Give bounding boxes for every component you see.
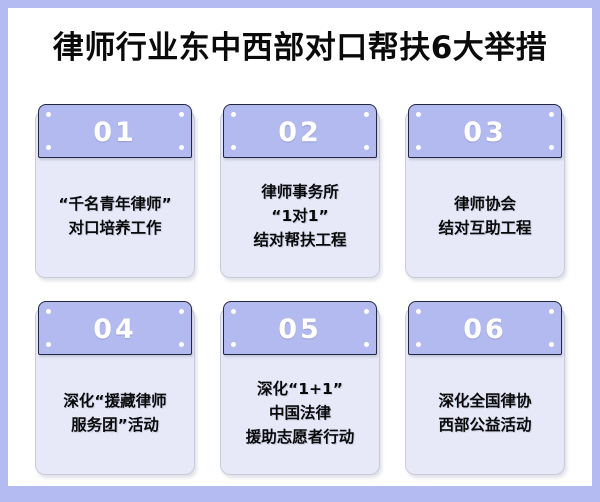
card-number: 04 — [93, 313, 137, 345]
card-number: 03 — [463, 116, 507, 148]
card-text: 深化“援藏律师 服务团”活动 — [41, 361, 189, 465]
card-header: 05 — [223, 301, 377, 355]
corner-dot-icon — [231, 145, 236, 150]
corner-dot-icon — [231, 112, 236, 117]
corner-dot-icon — [46, 342, 51, 347]
corner-dot-icon — [179, 309, 184, 314]
corner-dot-icon — [416, 309, 421, 314]
corner-dot-icon — [364, 112, 369, 117]
card-number: 01 — [93, 116, 137, 148]
corner-dot-icon — [364, 342, 369, 347]
measures-grid: 01 “千名青年律师” 对口培养工作 02 律师事务所 “1对1” 结对帮扶工程 — [35, 104, 565, 475]
corner-dot-icon — [179, 342, 184, 347]
corner-dot-icon — [549, 309, 554, 314]
measure-card-06[interactable]: 06 深化全国律协 西部公益活动 — [405, 301, 565, 475]
card-line: 深化“1+1” — [257, 380, 343, 398]
corner-dot-icon — [46, 309, 51, 314]
measure-card-01[interactable]: 01 “千名青年律师” 对口培养工作 — [35, 104, 195, 278]
measure-card-05[interactable]: 05 深化“1+1” 中国法律 援助志愿者行动 — [220, 301, 380, 475]
measure-card-02[interactable]: 02 律师事务所 “1对1” 结对帮扶工程 — [220, 104, 380, 278]
corner-dot-icon — [416, 145, 421, 150]
card-line: 深化全国律协 — [438, 392, 532, 410]
corner-dot-icon — [46, 112, 51, 117]
corner-dot-icon — [46, 145, 51, 150]
card-line: 结对帮扶工程 — [253, 231, 347, 249]
card-text: 律师事务所 “1对1” 结对帮扶工程 — [226, 164, 374, 268]
card-header: 02 — [223, 104, 377, 158]
card-header: 03 — [408, 104, 562, 158]
card-number: 02 — [278, 116, 322, 148]
card-line: 服务团”活动 — [71, 416, 159, 434]
corner-dot-icon — [231, 342, 236, 347]
card-header: 01 — [38, 104, 192, 158]
corner-dot-icon — [549, 342, 554, 347]
corner-dot-icon — [549, 112, 554, 117]
card-line: 律师事务所 — [261, 183, 339, 201]
card-line: “1对1” — [271, 207, 329, 225]
corner-dot-icon — [231, 309, 236, 314]
measure-card-03[interactable]: 03 律师协会 结对互助工程 — [405, 104, 565, 278]
card-header: 06 — [408, 301, 562, 355]
corner-dot-icon — [364, 145, 369, 150]
card-text: 深化“1+1” 中国法律 援助志愿者行动 — [226, 361, 374, 465]
card-number: 06 — [463, 313, 507, 345]
card-line: 援助志愿者行动 — [245, 428, 355, 446]
page-title: 律师行业东中西部对口帮扶6大举措 — [52, 30, 548, 66]
card-header: 04 — [38, 301, 192, 355]
corner-dot-icon — [179, 145, 184, 150]
card-text: 深化全国律协 西部公益活动 — [411, 361, 559, 465]
card-line: “千名青年律师” — [58, 195, 172, 213]
card-line: 西部公益活动 — [438, 416, 532, 434]
card-line: 对口培养工作 — [68, 219, 162, 237]
poster-canvas: 律师行业东中西部对口帮扶6大举措 01 “千名青年律师” 对口培养工作 — [8, 8, 592, 486]
card-line: 深化“援藏律师 — [63, 392, 167, 410]
measure-card-04[interactable]: 04 深化“援藏律师 服务团”活动 — [35, 301, 195, 475]
corner-dot-icon — [549, 145, 554, 150]
corner-dot-icon — [364, 309, 369, 314]
card-number: 05 — [278, 313, 322, 345]
card-text: 律师协会 结对互助工程 — [411, 164, 559, 268]
corner-dot-icon — [416, 342, 421, 347]
corner-dot-icon — [416, 112, 421, 117]
card-line: 中国法律 — [268, 404, 331, 422]
card-line: 结对互助工程 — [438, 219, 532, 237]
card-text: “千名青年律师” 对口培养工作 — [41, 164, 189, 268]
corner-dot-icon — [179, 112, 184, 117]
card-line: 律师协会 — [453, 195, 516, 213]
